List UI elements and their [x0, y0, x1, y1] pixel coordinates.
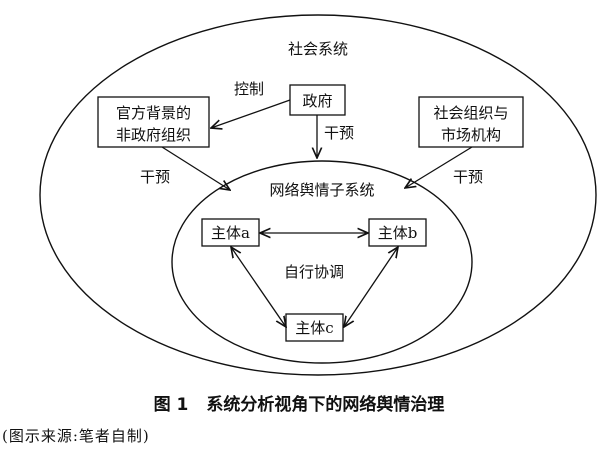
official-ngo-box [97, 96, 210, 148]
government-box [289, 84, 346, 116]
left-intervene-arrow [161, 146, 230, 190]
opinion-subsystem-ellipse [171, 160, 473, 364]
subject-c-label: 主体c [295, 319, 333, 337]
left-intervene-label: 干预 [140, 168, 170, 186]
social-org-label-line1: 社会组织与 [433, 104, 508, 122]
opinion-subsystem-label: 网络舆情子系统 [269, 181, 374, 199]
social-org-label-line2: 市场机构 [441, 126, 501, 144]
figure-title: 系统分析视角下的网络舆情治理 [206, 395, 445, 415]
figure-caption: 图 1 系统分析视角下的网络舆情治理 [0, 390, 598, 415]
gov-intervene-label: 干预 [324, 124, 354, 142]
social-system-ellipse [39, 14, 597, 376]
control-arrow [211, 99, 291, 128]
b-c-arrow [344, 247, 398, 327]
a-c-arrow [231, 247, 286, 327]
subject-a-label: 主体a [211, 224, 250, 242]
control-label: 控制 [234, 80, 264, 98]
social-org-box [418, 96, 524, 148]
right-intervene-label: 干预 [453, 168, 483, 186]
government-label: 政府 [302, 92, 332, 110]
subject-b-label: 主体b [378, 224, 418, 242]
figure-number: 图 1 [153, 395, 189, 415]
social-system-label: 社会系统 [288, 40, 348, 58]
subject-c-box [285, 313, 344, 342]
subject-a-box [201, 218, 260, 247]
official-ngo-label-line2: 非政府组织 [116, 126, 191, 144]
self-coordination-label: 自行协调 [284, 263, 344, 281]
right-intervene-arrow [405, 146, 473, 188]
official-ngo-label-line1: 官方背景的 [116, 104, 191, 122]
source-note: (图示来源:笔者自制) [2, 427, 150, 445]
